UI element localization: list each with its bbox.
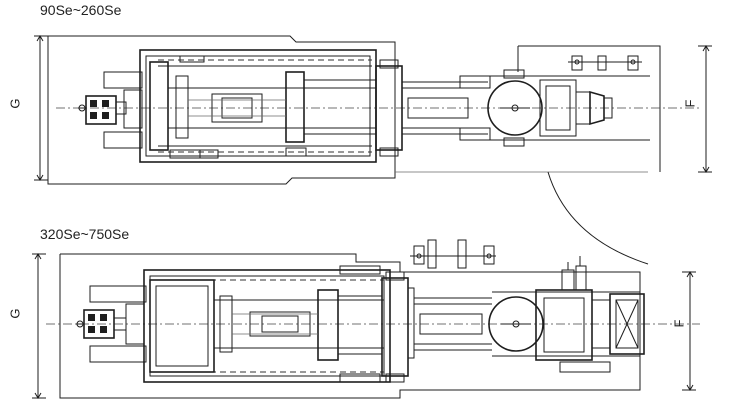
top-injection-unit bbox=[402, 69, 650, 147]
top-footprint-outline bbox=[47, 35, 396, 185]
top-machine-drawing bbox=[34, 35, 712, 265]
top-diagram-title: 90Se~260Se bbox=[40, 2, 122, 18]
bottom-rear-cylinders bbox=[76, 285, 147, 363]
top-g-dimension-line bbox=[34, 35, 48, 181]
top-floor-area bbox=[395, 45, 661, 265]
bottom-clamp-unit bbox=[143, 265, 391, 383]
top-fixed-platen bbox=[375, 59, 403, 157]
top-f-dimension-line bbox=[698, 45, 712, 173]
bottom-valve-assembly bbox=[410, 239, 496, 269]
bottom-injection-unit bbox=[414, 256, 645, 373]
bottom-footprint-outline bbox=[59, 253, 641, 399]
top-valve-assembly bbox=[568, 55, 642, 71]
bottom-g-dimension-line bbox=[32, 253, 46, 399]
bottom-machine-drawing bbox=[32, 239, 700, 399]
top-rear-cylinders bbox=[78, 71, 143, 149]
top-clamp-unit bbox=[139, 49, 377, 163]
bottom-fixed-platen bbox=[381, 271, 415, 383]
bottom-f-dimension-line bbox=[682, 271, 696, 391]
bottom-diagram-title: 320Se~750Se bbox=[40, 226, 130, 242]
